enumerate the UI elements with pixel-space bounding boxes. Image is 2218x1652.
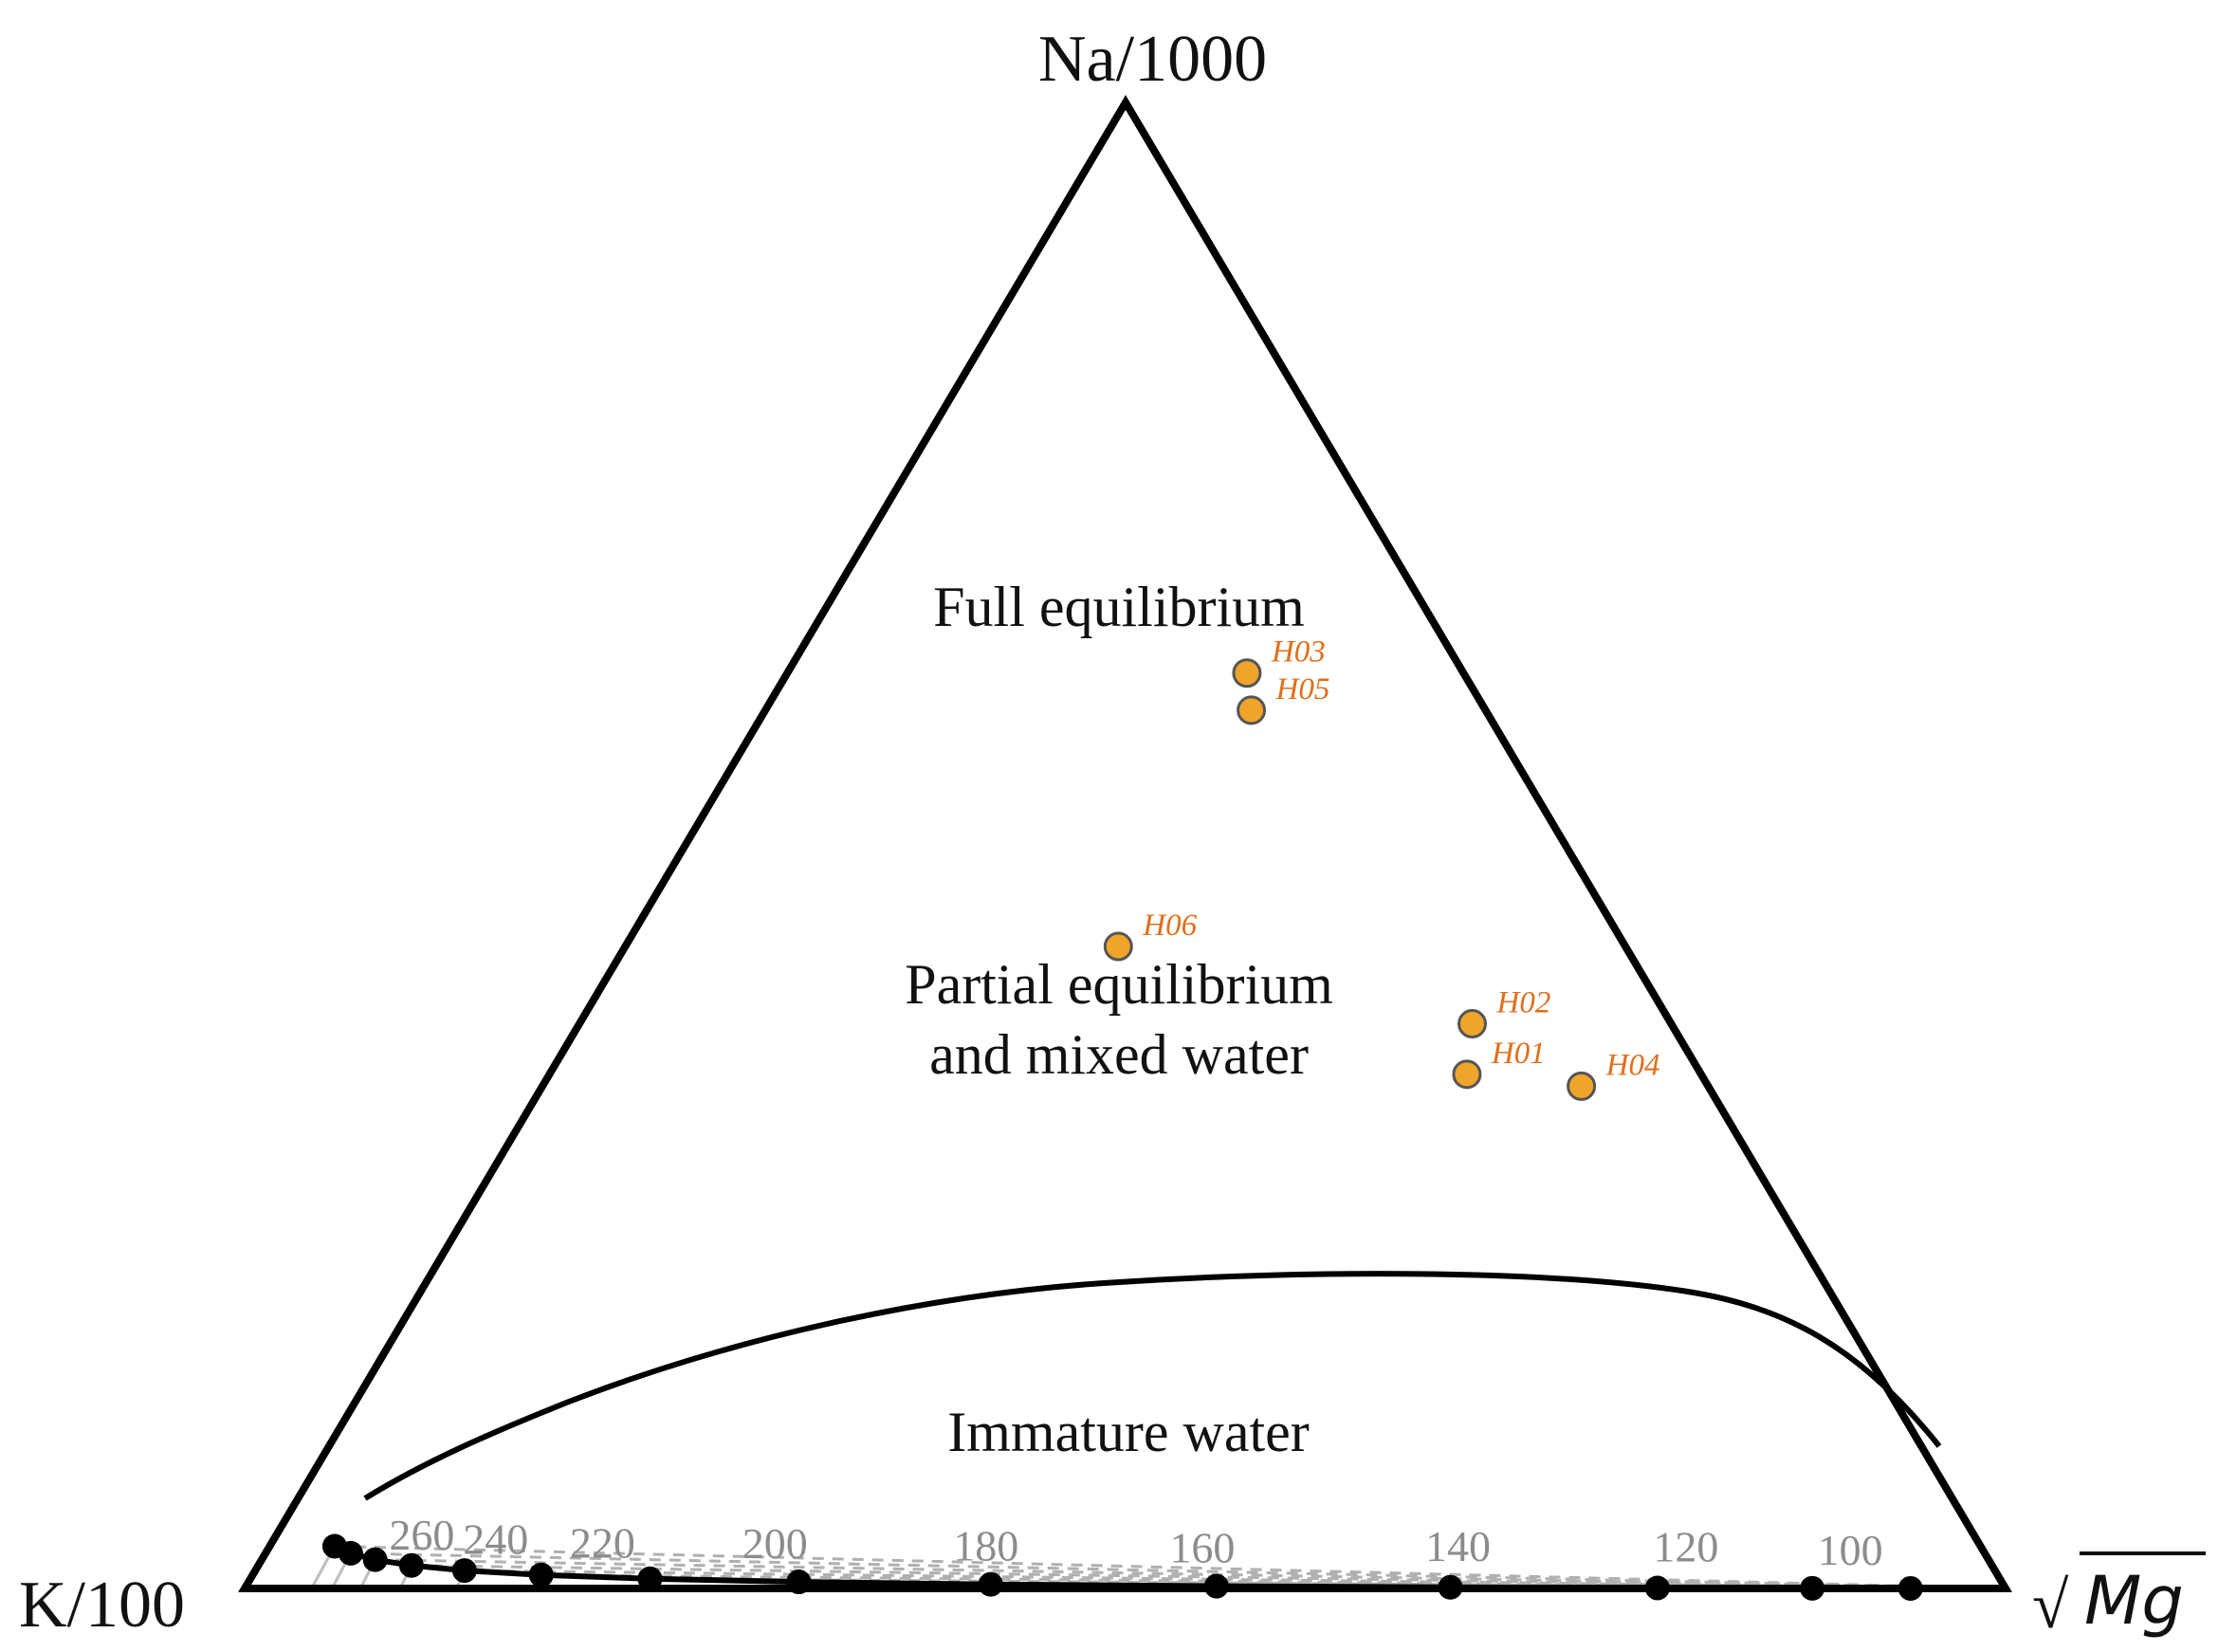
eq-point-200	[786, 1569, 812, 1595]
temperature-label-160: 160	[1169, 1524, 1235, 1572]
sample-point-h05	[1237, 695, 1267, 725]
sample-label-h05: H05	[1275, 672, 1330, 707]
region-label-mixed-water: and mixed water	[929, 1023, 1309, 1086]
eq-point-280	[398, 1552, 424, 1578]
eq-point-260	[451, 1558, 477, 1584]
eq-point-300	[362, 1547, 388, 1572]
temperature-label-180: 180	[953, 1522, 1018, 1570]
sqrt-symbol: √	[2032, 1569, 2069, 1643]
full-equilibrium-points	[321, 1533, 1923, 1601]
temperature-label-140: 140	[1425, 1522, 1491, 1570]
region-label-partial-equilibrium: Partial equilibrium	[905, 953, 1333, 1016]
eq-point-220	[637, 1566, 663, 1591]
sample-label-h04: H04	[1605, 1048, 1660, 1082]
triangle-outline	[237, 95, 2013, 1592]
sample-label-h02: H02	[1496, 986, 1551, 1020]
sample-point-h06	[1103, 931, 1133, 962]
immature-water-boundary-curve	[363, 1271, 1942, 1501]
sample-label-h06: H06	[1142, 909, 1197, 943]
temperature-label-240: 240	[463, 1515, 528, 1564]
eq-point-240	[528, 1562, 554, 1588]
sample-label-h03: H03	[1271, 635, 1326, 670]
eq-point-140	[1438, 1574, 1463, 1600]
eq-point-100	[1800, 1575, 1825, 1601]
sample-point-h03	[1232, 658, 1262, 688]
eq-point-80	[1897, 1575, 1923, 1601]
apex-label-mg: Mg	[2084, 1562, 2184, 1640]
temperature-label-260: 260	[389, 1511, 454, 1559]
temperature-label-200: 200	[742, 1519, 808, 1568]
region-label-full-equilibrium: Full equilibrium	[933, 576, 1305, 638]
region-label-immature-water: Immature water	[947, 1401, 1309, 1463]
sample-point-h04	[1567, 1071, 1597, 1101]
temperature-label-120: 120	[1653, 1522, 1718, 1570]
apex-label-na: Na/1000	[1038, 23, 1267, 96]
temperature-label-100: 100	[1818, 1526, 1883, 1574]
eq-point-320	[338, 1540, 363, 1566]
eq-point-160	[1203, 1573, 1229, 1599]
eq-point-180	[978, 1571, 1003, 1597]
apex-label-k: K/100	[19, 1569, 185, 1642]
sample-label-h01: H01	[1491, 1037, 1546, 1071]
sample-point-h01	[1452, 1059, 1482, 1090]
eq-point-120	[1644, 1575, 1670, 1601]
sample-point-h02	[1457, 1009, 1488, 1039]
temperature-label-220: 220	[570, 1519, 635, 1568]
